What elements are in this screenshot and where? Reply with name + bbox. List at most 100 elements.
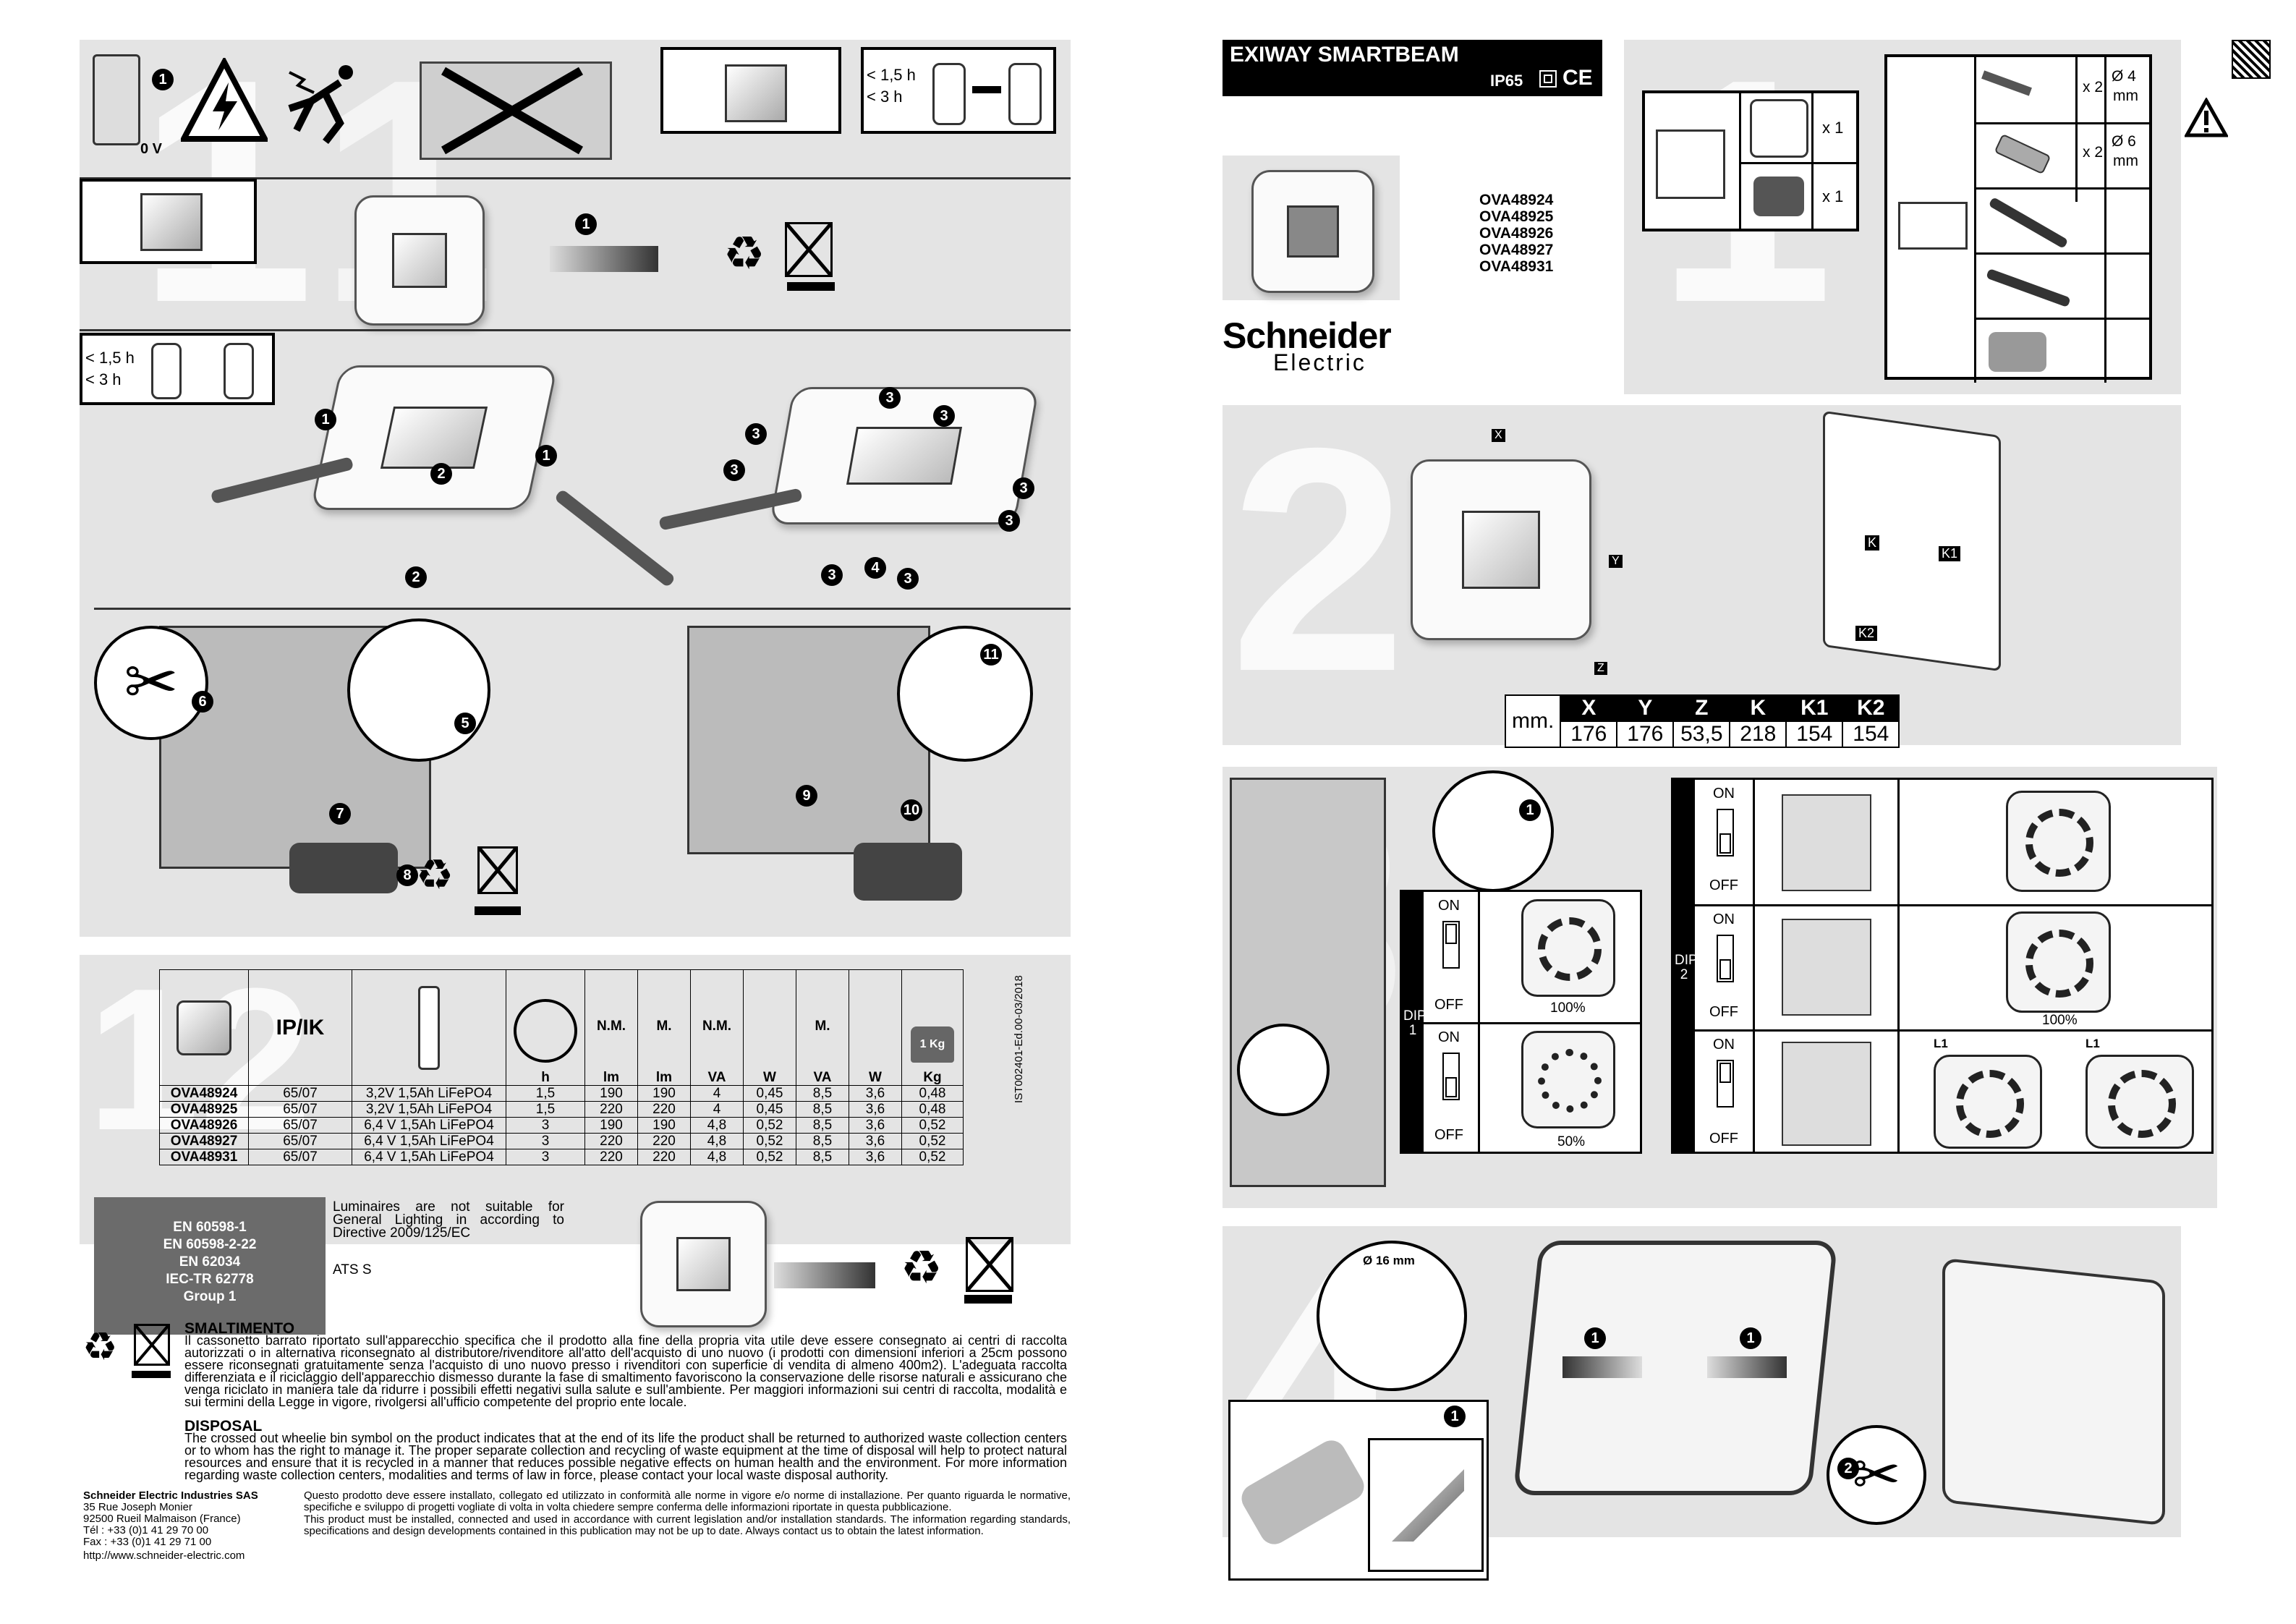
table-cell: 190 bbox=[584, 1085, 638, 1102]
table-cell: 190 bbox=[584, 1117, 638, 1134]
device-interior-illustration bbox=[687, 626, 930, 854]
on-label: ON bbox=[1438, 898, 1460, 914]
standards-badge: EN 60598-1 EN 60598-2-22 EN 62034 IEC-TR… bbox=[94, 1197, 326, 1335]
table-cell: 0,45 bbox=[743, 1101, 796, 1118]
crossed-bin-icon bbox=[785, 222, 833, 277]
step-badge: 1 bbox=[1519, 799, 1541, 821]
weight-icon: 1 Kg bbox=[911, 1026, 954, 1063]
table-cell: OVA48925 bbox=[159, 1101, 249, 1118]
table-cell: 0,45 bbox=[743, 1085, 796, 1102]
brand-name: Schneider bbox=[1223, 315, 1392, 356]
screw-quantity: x 2 bbox=[2083, 79, 2104, 95]
dimension-y-label: Y bbox=[1609, 555, 1623, 568]
dip2-label: DIP 2 bbox=[1675, 953, 1698, 982]
product-title: EXIWAY SMARTBEAM bbox=[1230, 43, 1459, 67]
lamp-thumbnail-frame bbox=[80, 179, 257, 264]
on-label: ON bbox=[1713, 1037, 1735, 1053]
company-name: Schneider Electric Industries SAS bbox=[83, 1489, 258, 1502]
table-cell: 0,48 bbox=[901, 1101, 964, 1118]
dim-value: 154 bbox=[1842, 720, 1900, 748]
hands-on-device-crossed-icon bbox=[420, 61, 612, 160]
table-cell: 8,5 bbox=[796, 1149, 849, 1165]
crossed-bin-icon bbox=[966, 1237, 1013, 1292]
lm-nm-cell: N.M. lm bbox=[584, 969, 638, 1086]
company-website[interactable]: http://www.schneider-electric.com bbox=[83, 1549, 245, 1562]
on-label: ON bbox=[1438, 1029, 1460, 1045]
divider bbox=[80, 329, 1071, 331]
table-cell: 8,5 bbox=[796, 1133, 849, 1149]
on-label: ON bbox=[1713, 786, 1735, 802]
doc-reference: IST002401-Ed.00-03/2018 bbox=[1013, 975, 1025, 1103]
table-cell: 3 bbox=[506, 1117, 585, 1134]
off-label: OFF bbox=[1709, 877, 1738, 893]
model-code: OVA48925 bbox=[1479, 208, 1554, 225]
ip-rating: IP65 bbox=[1490, 72, 1523, 90]
dip1-frame: DIP 1 ON OFF ON OFF 100% 50% bbox=[1400, 890, 1642, 1154]
standard-item: Group 1 bbox=[183, 1289, 237, 1304]
arrow-right-icon bbox=[550, 246, 658, 272]
class-ii-icon bbox=[1539, 70, 1557, 88]
bin-bar bbox=[964, 1295, 1012, 1304]
recycle-icon: ♻ bbox=[416, 851, 454, 898]
divider bbox=[94, 608, 1071, 610]
dip1-label: DIP 1 bbox=[1403, 1008, 1427, 1038]
switch-off-icon bbox=[1717, 935, 1734, 982]
divider bbox=[80, 177, 1071, 179]
drill-icon bbox=[1989, 332, 2046, 372]
step-badge: 3 bbox=[897, 568, 919, 590]
percent-label: 50% bbox=[1557, 1134, 1586, 1149]
ats-label: ATS S bbox=[333, 1262, 372, 1277]
table-cell: 0,48 bbox=[901, 1085, 964, 1102]
legal-notice-it: Questo prodotto deve essere installato, … bbox=[304, 1489, 1071, 1513]
table-cell: 0,52 bbox=[743, 1117, 796, 1134]
light-level-icon bbox=[2006, 791, 2111, 892]
step-badge: 3 bbox=[879, 387, 901, 409]
table-cell: 6,4 V 1,5Ah LiFePO4 bbox=[352, 1117, 506, 1134]
recycle-icon: ♻ bbox=[901, 1241, 943, 1293]
step-badge: 3 bbox=[933, 405, 955, 427]
light-level-icon bbox=[1521, 1031, 1615, 1128]
dim-header: Y bbox=[1616, 694, 1675, 722]
table-cell: 3,6 bbox=[849, 1133, 902, 1149]
step-badge: 7 bbox=[329, 803, 351, 825]
pcb-illustration bbox=[1230, 778, 1386, 1187]
product-header: EXIWAY SMARTBEAM IP65 CE bbox=[1223, 40, 1602, 96]
step-badge: 11 bbox=[980, 644, 1002, 666]
standard-item: EN 60598-2-22 bbox=[163, 1237, 257, 1252]
off-label: OFF bbox=[1434, 1127, 1463, 1143]
dim-header: X bbox=[1560, 694, 1618, 722]
company-address: 35 Rue Joseph Monier bbox=[83, 1501, 192, 1513]
step-drill-callout bbox=[1368, 1438, 1484, 1572]
drill-detail-callout: Ø 16 mm bbox=[1317, 1241, 1467, 1391]
hours-header: h bbox=[541, 1070, 550, 1085]
lamp-thumbnail-frame bbox=[660, 47, 841, 134]
step-badge: 9 bbox=[796, 785, 817, 807]
table-cell: 4,8 bbox=[690, 1133, 744, 1149]
drill-icon bbox=[1236, 1435, 1369, 1549]
arrow-right-icon bbox=[1707, 1356, 1787, 1378]
dim-value: 176 bbox=[1560, 720, 1618, 748]
table-cell: 8,5 bbox=[796, 1117, 849, 1134]
va-nm-cell: N.M. VA bbox=[690, 969, 744, 1086]
disposal-text: The crossed out wheelie bin symbol on th… bbox=[184, 1431, 1067, 1482]
scissors-callout: ✂ bbox=[94, 626, 208, 740]
on-label: ON bbox=[1713, 911, 1735, 927]
step-badge: 3 bbox=[821, 564, 843, 586]
battery-charge-frame: < 1,5 h < 3 h bbox=[80, 333, 275, 405]
w-header: W bbox=[763, 1070, 776, 1085]
switch-off-icon bbox=[1717, 809, 1734, 856]
back-plate-illustration bbox=[1823, 410, 2001, 672]
table-cell: 0,52 bbox=[743, 1149, 796, 1165]
company-info: Schneider Electric Industries SAS 35 Rue… bbox=[83, 1490, 300, 1562]
table-cell: 3,2V 1,5Ah LiFePO4 bbox=[352, 1101, 506, 1118]
dim-value: 176 bbox=[1616, 720, 1675, 748]
table-cell: 0,52 bbox=[743, 1133, 796, 1149]
dim-header: K bbox=[1729, 694, 1787, 722]
table-cell: 3,6 bbox=[849, 1149, 902, 1165]
lamp-icon-cell bbox=[159, 969, 249, 1086]
lm-m-cell: M. lm bbox=[637, 969, 691, 1086]
